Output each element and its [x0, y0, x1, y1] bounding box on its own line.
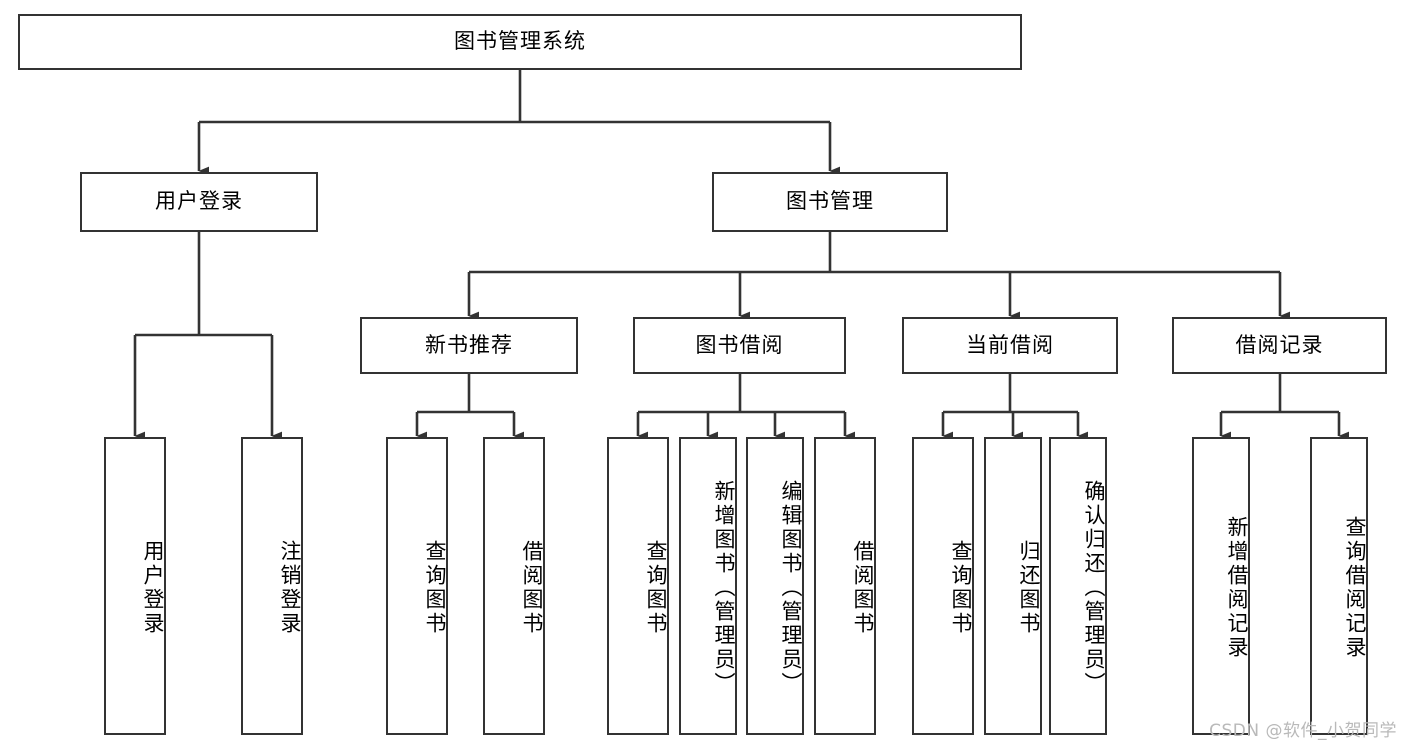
node-book-management[interactable]: 图书管理 [712, 172, 948, 232]
node-user-login[interactable]: 用户登录 [80, 172, 318, 232]
node-book-management-label: 图书管理 [786, 189, 874, 214]
leaf-query-book-recommendation-label: 查询图书 [423, 540, 447, 636]
leaf-query-borrow-record[interactable]: 查询借阅记录 [1310, 437, 1368, 735]
node-root-label: 图书管理系统 [454, 29, 586, 54]
node-user-login-label: 用户登录 [155, 189, 243, 214]
leaf-borrow-book-label: 借阅图书 [851, 540, 875, 636]
leaf-query-book-current-label: 查询图书 [949, 540, 973, 636]
leaf-return-book-label: 归还图书 [1017, 540, 1041, 636]
leaf-confirm-return-admin[interactable]: 确认归还（管理员） [1049, 437, 1107, 735]
leaf-query-book-borrow[interactable]: 查询图书 [607, 437, 669, 735]
leaf-add-book-admin[interactable]: 新增图书（管理员） [679, 437, 737, 735]
node-root[interactable]: 图书管理系统 [18, 14, 1022, 70]
node-book-borrow[interactable]: 图书借阅 [633, 317, 846, 374]
node-borrow-records[interactable]: 借阅记录 [1172, 317, 1387, 374]
node-borrow-records-label: 借阅记录 [1235, 332, 1324, 357]
node-new-book-recommendation[interactable]: 新书推荐 [360, 317, 578, 374]
leaf-user-login[interactable]: 用户登录 [104, 437, 166, 735]
node-book-borrow-label: 图书借阅 [695, 332, 784, 357]
leaf-logout[interactable]: 注销登录 [241, 437, 303, 735]
leaf-logout-label: 注销登录 [278, 540, 302, 636]
leaf-user-login-label: 用户登录 [141, 540, 165, 636]
leaf-query-borrow-record-label: 查询借阅记录 [1343, 516, 1367, 660]
leaf-return-book[interactable]: 归还图书 [984, 437, 1042, 735]
watermark-text: CSDN @软件_小贺同学 [1209, 721, 1397, 741]
leaf-add-borrow-record-label: 新增借阅记录 [1225, 516, 1249, 660]
leaf-query-book-borrow-label: 查询图书 [644, 540, 668, 636]
leaf-confirm-return-admin-label: 确认归还（管理员） [1082, 480, 1106, 696]
leaf-add-book-admin-label: 新增图书（管理员） [712, 480, 736, 696]
leaf-edit-book-admin[interactable]: 编辑图书（管理员） [746, 437, 804, 735]
leaf-query-book-recommendation[interactable]: 查询图书 [386, 437, 448, 735]
leaf-edit-book-admin-label: 编辑图书（管理员） [779, 480, 803, 696]
tree-connectors [133, 70, 1350, 441]
node-current-borrow-label: 当前借阅 [966, 332, 1054, 357]
node-current-borrow[interactable]: 当前借阅 [902, 317, 1118, 374]
node-new-book-recommendation-label: 新书推荐 [425, 332, 513, 357]
leaf-query-book-current[interactable]: 查询图书 [912, 437, 974, 735]
leaf-borrow-book[interactable]: 借阅图书 [814, 437, 876, 735]
leaf-borrow-book-recommendation[interactable]: 借阅图书 [483, 437, 545, 735]
leaf-borrow-book-recommendation-label: 借阅图书 [520, 540, 544, 636]
leaf-add-borrow-record[interactable]: 新增借阅记录 [1192, 437, 1250, 735]
